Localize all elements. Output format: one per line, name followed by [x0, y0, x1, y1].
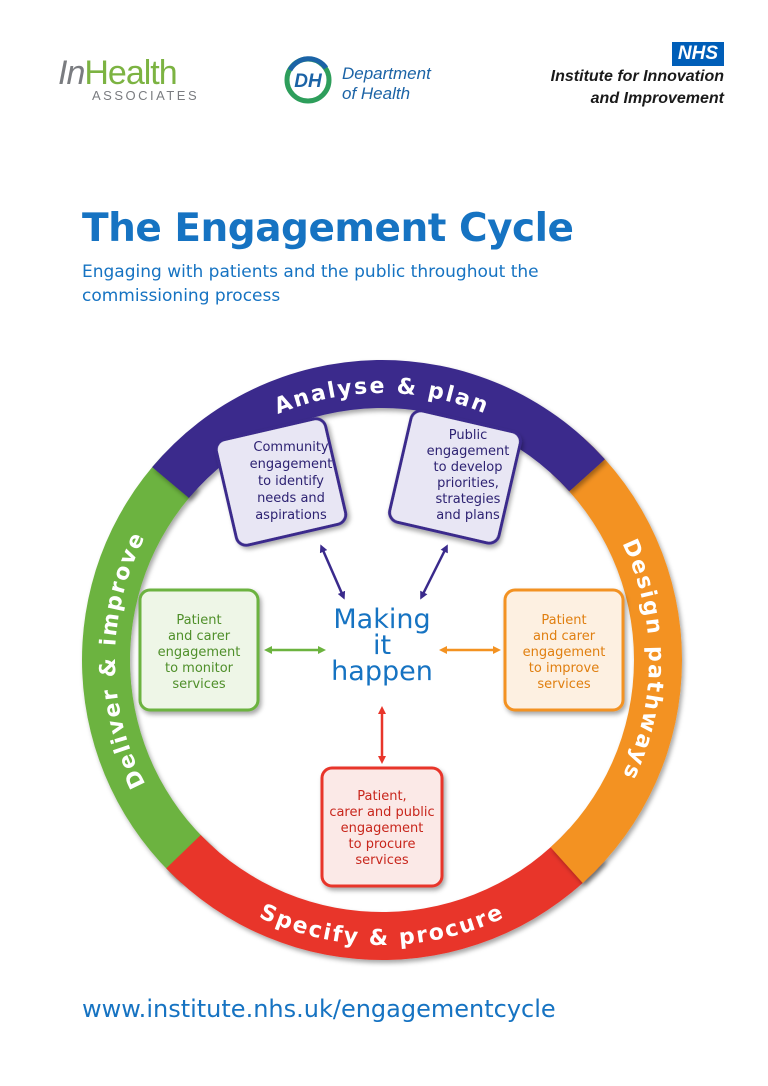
- dh-logo: DH Department of Health: [278, 54, 458, 108]
- inhealth-logo: InHealth ASSOCIATES: [58, 54, 218, 106]
- analyse-left-arrow: [319, 544, 346, 600]
- nhs-institute-line1: Institute for Innovation: [550, 68, 724, 85]
- page-subtitle: Engaging with patients and the public th…: [82, 262, 539, 306]
- cycle-ring: [81, 360, 682, 960]
- procure-segment: [166, 828, 605, 960]
- inhealth-logo-associates: ASSOCIATES: [92, 88, 200, 103]
- nhs-badge: NHS: [671, 42, 724, 66]
- nhs-institute-logo: NHS Institute for Innovation and Improve…: [500, 42, 724, 112]
- analyse-right-arrow: [420, 544, 448, 600]
- dh-logo-line2: of Health: [342, 84, 411, 103]
- dh-logo-text: Department of Health: [342, 64, 431, 104]
- page-title: The Engagement Cycle: [82, 206, 574, 251]
- analyse-segment: [152, 360, 605, 499]
- nhs-institute-line2: and Improvement: [590, 90, 724, 107]
- inhealth-logo-health: Health: [84, 54, 177, 92]
- nhs-institute-name: Institute for Innovation and Improvement: [551, 66, 724, 110]
- deliver-segment: [81, 455, 214, 883]
- inhealth-logo-in: In: [58, 54, 85, 92]
- dh-logo-mark: DH: [294, 71, 323, 92]
- dh-logo-icon: DH: [284, 56, 332, 104]
- design-segment: [550, 437, 682, 883]
- website-url[interactable]: www.institute.nhs.uk/engagementcycle: [82, 995, 556, 1023]
- dh-logo-line1: Department: [342, 64, 431, 83]
